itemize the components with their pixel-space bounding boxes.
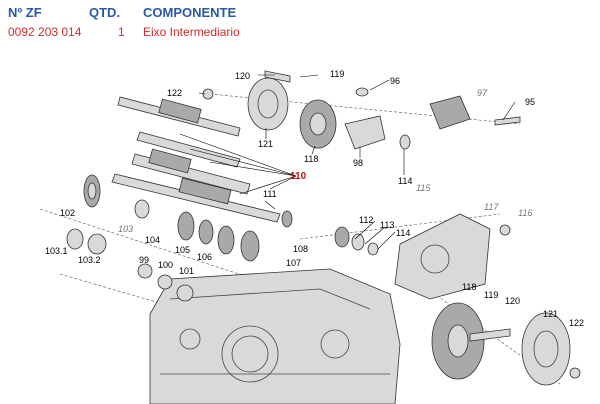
callout-99: 99 [139,255,149,265]
bearing-103-2 [87,233,107,255]
gearbox-housing [149,268,401,404]
main-shaft [136,131,241,168]
col-component-header: COMPONENTE [143,5,237,20]
callout-110-highlight: 110 [290,171,307,182]
callout-103-1: 103.1 [45,246,68,256]
input-shaft [117,96,241,137]
bearing-100 [157,274,173,290]
callout-118: 118 [304,154,318,164]
callout-120-b: 120 [505,296,520,306]
callout-96: 96 [390,76,400,86]
bearing-113 [351,233,365,251]
callout-117: 117 [484,202,499,212]
part-96 [355,87,369,97]
callout-95: 95 [525,97,535,107]
callout-98: 98 [353,158,363,168]
component-name-value: Eixo Intermediario [143,25,240,39]
callout-104: 104 [145,235,160,245]
clutch-118 [299,99,337,149]
callout-118-b: 118 [462,282,476,292]
exploded-gearbox-diagram: 120 119 96 97 95 122 121 118 98 114 110 … [39,69,584,404]
callout-121-b: 121 [543,309,558,319]
callout-111: 111 [263,189,277,199]
part-number-value: 0092 203 014 [8,25,82,39]
bearing-112 [334,226,350,248]
callout-112: 112 [359,215,373,225]
gear-102 [83,174,101,208]
callout-106: 106 [197,252,212,262]
bolt-122b [569,367,581,379]
gear-105 [198,219,214,245]
callout-105: 105 [175,245,190,255]
bolt-95 [494,116,521,126]
callout-122: 122 [167,88,182,98]
quantity-value: 1 [118,25,125,39]
housing-98 [344,115,386,150]
gear-106 [217,225,235,255]
bearing-101 [176,284,194,302]
callout-119: 119 [330,69,344,79]
seal-114b [367,242,379,256]
callout-114-b: 114 [396,228,410,238]
drum-121 [247,77,289,131]
part-97 [429,95,471,130]
callout-97: 97 [477,88,488,98]
shaft-120b [469,328,511,342]
callout-103-2: 103.2 [78,255,101,265]
callout-113: 113 [380,220,394,230]
callout-119-b: 119 [484,290,498,300]
reverse-shaft [111,173,281,223]
bearing-103 [134,199,150,219]
highlight-leader-lines [179,133,297,195]
drum-121b [521,312,571,386]
bearing-103-1 [66,228,84,250]
gear-107 [240,230,260,262]
callout-122-b: 122 [569,318,584,328]
gear-104 [177,211,195,241]
callout-115: 115 [416,183,431,193]
callout-121: 121 [258,139,273,149]
callout-103: 103 [118,224,133,234]
callout-102: 102 [60,208,75,218]
cover-117 [394,213,491,300]
clutch-118b [431,302,485,380]
col-quantity-header: QTD. [89,5,121,20]
intermediate-shaft [131,148,251,195]
callout-116: 116 [518,208,532,218]
callout-114: 114 [398,176,412,186]
callout-101: 101 [179,266,194,276]
callout-120: 120 [235,71,250,81]
gear-108 [281,210,293,228]
bearing-99 [137,263,153,279]
col-part-number-header: Nº ZF [8,5,42,20]
parts-table-header: Nº ZF QTD. COMPONENTE 0092 203 014 1 Eix… [0,0,600,44]
leader-lines [198,74,516,250]
bolt-122a [202,88,214,100]
callout-108: 108 [293,244,308,254]
callout-107: 107 [286,258,301,268]
callout-100: 100 [158,260,173,270]
bolt-116 [499,224,511,236]
seal-114a [399,134,411,150]
